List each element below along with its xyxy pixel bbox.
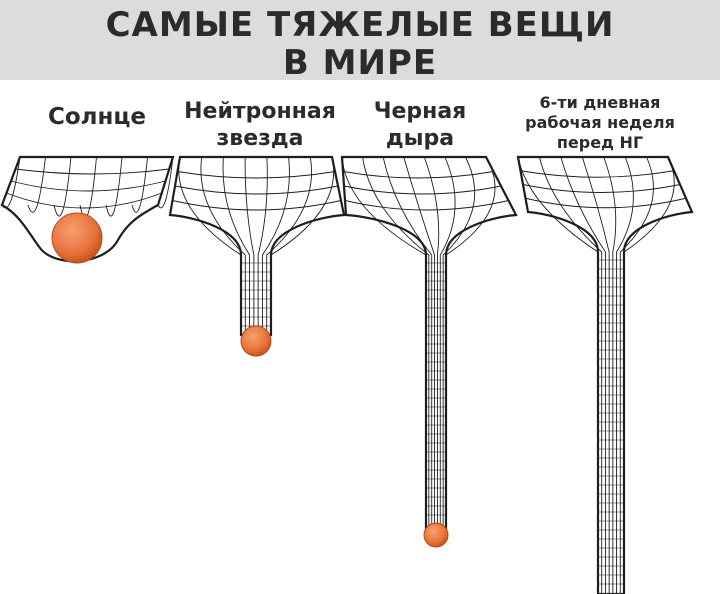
mesh-line: [623, 156, 675, 594]
mesh-line: [172, 200, 342, 211]
label-black-hole-line-2: дыра: [385, 126, 455, 151]
mesh-line: [525, 197, 687, 209]
label-six-day-week-line-3: перед НГ: [556, 133, 644, 152]
mesh-line: [342, 171, 494, 179]
mesh-line: [200, 156, 246, 335]
mesh-line: [362, 156, 430, 528]
mesh-line: [522, 184, 681, 193]
mesh-line: [222, 156, 251, 335]
mesh-line: [560, 156, 606, 594]
mesh-line: [174, 185, 339, 195]
mesh-line: [343, 185, 502, 195]
sun-spacetime-panel: [0, 155, 175, 263]
label-neutron-star: Нейтронная звезда: [170, 98, 350, 152]
mesh-line: [157, 156, 174, 209]
mesh-line: [341, 156, 427, 528]
mesh-line: [520, 170, 675, 178]
black-hole-ball: [423, 522, 449, 548]
black-hole-spacetime-panel: [340, 155, 518, 530]
mesh-line: [344, 200, 509, 211]
mesh-line: [445, 156, 496, 528]
mesh-line: [27, 156, 46, 213]
label-black-hole: Черная дыра: [345, 98, 495, 152]
mesh-line: [6, 192, 162, 209]
neutron-star-ball: [240, 325, 272, 357]
label-sun: Солнце: [22, 102, 172, 132]
mesh-line: [619, 156, 654, 594]
mesh-line: [382, 156, 433, 528]
mesh-line: [15, 168, 170, 175]
label-sun-line-1: Солнце: [47, 104, 147, 130]
mesh-line: [439, 156, 456, 528]
mesh-line: [261, 156, 290, 335]
label-six-day-week-line-1: 6-ти дневная: [539, 93, 661, 112]
mesh-line: [616, 156, 634, 594]
label-six-day-week: 6-ти дневная рабочая неделя перед НГ: [500, 93, 700, 153]
mesh-line: [131, 156, 148, 213]
mesh-line: [244, 156, 255, 335]
mesh-line: [266, 156, 312, 335]
mesh-line: [270, 156, 335, 335]
mesh-line: [538, 156, 603, 594]
bowl-outline: [0, 155, 175, 263]
label-black-hole-line-1: Черная: [373, 99, 467, 124]
page-title: САМЫЕ ТЯЖЕЛЫЕ ВЕЩИ В МИРЕ: [0, 6, 720, 82]
six-day-week-spacetime-panel: [516, 155, 694, 594]
label-six-day-week-line-2: рабочая неделя: [525, 113, 675, 132]
title-line-1: САМЫЕ ТЯЖЕЛЫЕ ВЕЩИ: [105, 5, 615, 45]
mesh-line: [257, 156, 268, 335]
mesh-line: [1, 156, 21, 209]
title-banner: [0, 0, 720, 80]
mesh-line: [10, 180, 166, 192]
mesh-line: [603, 156, 617, 594]
mesh-line: [53, 156, 72, 217]
title-line-2: В МИРЕ: [282, 43, 438, 83]
neutron-star-spacetime-panel: [168, 155, 346, 337]
mesh-line: [178, 156, 242, 335]
mesh-line: [442, 156, 476, 528]
sun-ball: [51, 212, 103, 264]
mesh-line: [517, 156, 599, 594]
mesh-line: [403, 156, 436, 528]
mesh-line: [581, 156, 610, 594]
mesh-line: [105, 156, 123, 217]
mesh-line: [423, 156, 440, 528]
label-neutron-star-line-1: Нейтронная: [184, 99, 336, 124]
label-neutron-star-line-2: звезда: [216, 126, 304, 151]
mesh-line: [177, 171, 336, 179]
